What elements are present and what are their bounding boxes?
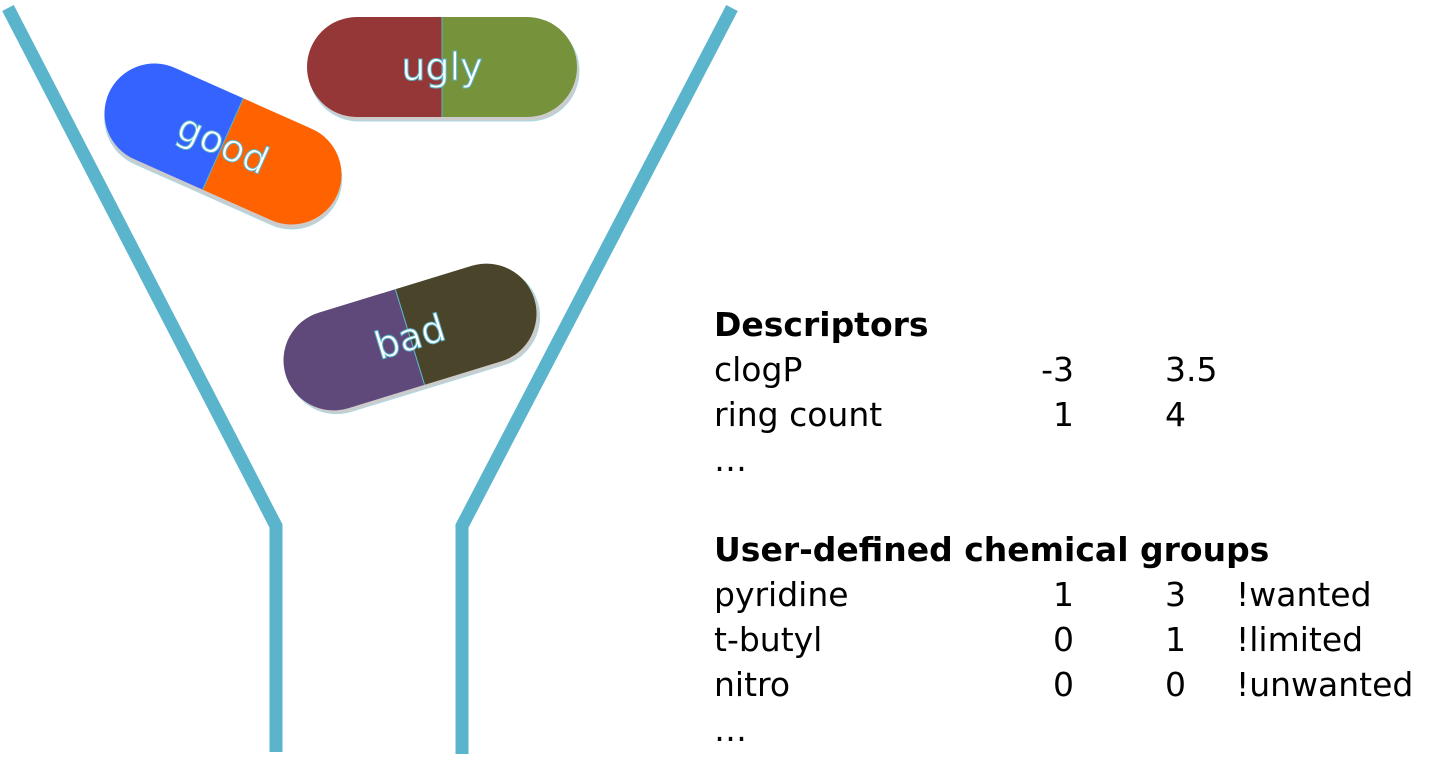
funnel-left-wall	[2, 5, 283, 752]
descriptor-max: 3.5	[1165, 350, 1218, 389]
group-flag: !wanted	[1236, 575, 1372, 614]
descriptor-row-clogp: clogP -3 3.5	[714, 347, 1434, 392]
group-name: pyridine	[714, 575, 849, 614]
group-min: 1	[1053, 575, 1074, 614]
descriptor-max: 4	[1165, 395, 1186, 434]
descriptor-name: ring count	[714, 395, 883, 434]
groups-heading: User-defined chemical groups	[714, 530, 1270, 569]
funnel-right-wall	[455, 4, 738, 754]
pill-bad: bad	[271, 251, 549, 423]
group-row-nitro: nitro 0 0 !unwanted	[714, 662, 1434, 707]
group-flag: !unwanted	[1236, 665, 1414, 704]
funnel	[2, 4, 738, 754]
pill-ugly-left-half	[307, 17, 443, 117]
pill-ugly-right-half	[441, 17, 577, 117]
descriptor-row-ring-count: ring count 1 4	[714, 392, 1434, 437]
descriptors-heading: Descriptors	[714, 305, 929, 344]
pill-ugly-label: ugly	[401, 45, 482, 89]
section-gap	[714, 482, 1434, 527]
groups-ellipsis: …	[714, 710, 747, 749]
group-max: 1	[1165, 620, 1186, 659]
descriptors-ellipsis: …	[714, 440, 747, 479]
group-name: nitro	[714, 665, 791, 704]
pill-ugly: ugly	[307, 17, 580, 122]
descriptor-min: -3	[1041, 350, 1074, 389]
filter-rules: Descriptors clogP -3 3.5 ring count 1 4 …	[714, 302, 1434, 752]
group-max: 3	[1165, 575, 1186, 614]
descriptor-min: 1	[1053, 395, 1074, 434]
group-row-pyridine: pyridine 1 3 !wanted	[714, 572, 1434, 617]
pill-bad-label: bad	[369, 306, 450, 369]
group-row-t-butyl: t-butyl 0 1 !limited	[714, 617, 1434, 662]
descriptor-name: clogP	[714, 350, 803, 389]
group-max: 0	[1165, 665, 1186, 704]
group-name: t-butyl	[714, 620, 823, 659]
group-min: 0	[1053, 620, 1074, 659]
group-flag: !limited	[1236, 620, 1364, 659]
group-min: 0	[1053, 665, 1074, 704]
